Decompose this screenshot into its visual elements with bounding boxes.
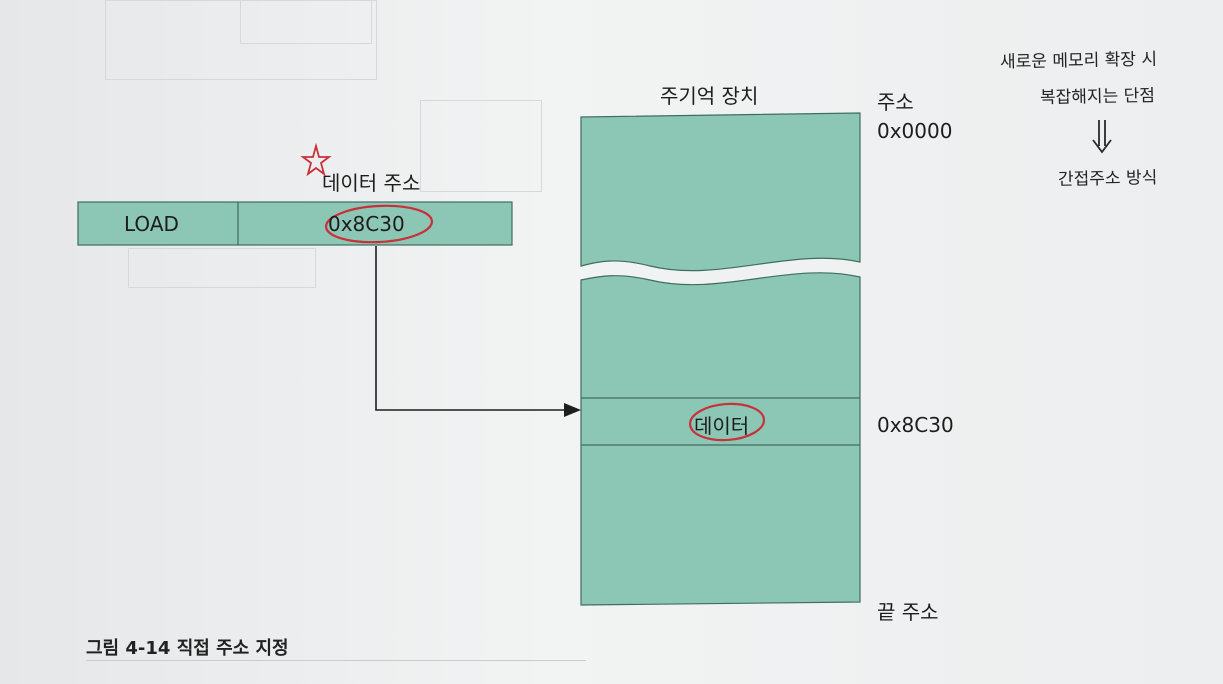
memory-data-label: 데이터 bbox=[694, 414, 750, 438]
memory-bottom-segment bbox=[580, 272, 861, 606]
note-line-3: 간접주소 방식 bbox=[1057, 168, 1158, 190]
note-line-2: 복잡해지는 단점 bbox=[1039, 85, 1156, 109]
ghost-box-top-inner bbox=[240, 0, 372, 44]
end-address: 끝 주소 bbox=[877, 600, 939, 624]
caption-underline bbox=[86, 660, 586, 661]
note-line-1: 새로운 메모리 확장 시 bbox=[999, 49, 1158, 73]
memory-title: 주기억 장치 bbox=[660, 84, 759, 108]
instruction-box bbox=[77, 201, 513, 246]
figure-caption: 그림 4-14 직접 주소 지정 bbox=[86, 638, 289, 659]
ghost-box-left bbox=[128, 248, 316, 288]
memory-top-segment bbox=[580, 112, 861, 272]
red-circle-operand bbox=[324, 204, 434, 244]
ghost-box-mid bbox=[420, 100, 542, 192]
address-pointer-arrow bbox=[375, 246, 568, 411]
red-circle-data bbox=[688, 402, 766, 442]
arrow-head bbox=[564, 403, 581, 417]
opcode-label: LOAD bbox=[124, 212, 179, 236]
operand-value: 0x8C30 bbox=[328, 212, 405, 236]
operand-label: 데이터 주소 bbox=[322, 171, 421, 195]
address-header: 주소 bbox=[877, 90, 914, 114]
arrow-down-double-icon bbox=[1092, 120, 1112, 154]
data-address: 0x8C30 bbox=[877, 413, 954, 437]
red-star-icon bbox=[300, 142, 332, 177]
note-arrow-glyph: ⇓ bbox=[1094, 120, 1109, 140]
start-address: 0x0000 bbox=[877, 119, 953, 143]
